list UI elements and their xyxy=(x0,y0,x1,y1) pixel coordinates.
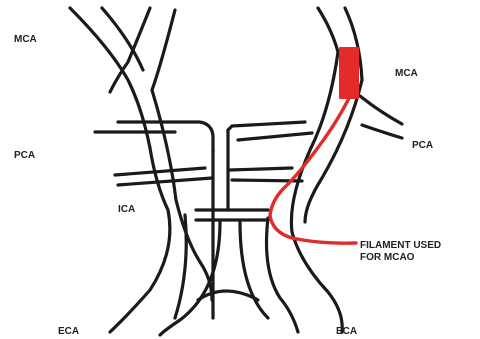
basilar-arch xyxy=(198,291,258,300)
left-mca-outer-wall xyxy=(70,8,170,332)
left-pcom-upper xyxy=(115,168,205,175)
label-mca-left: MCA xyxy=(14,34,37,45)
filament-group xyxy=(270,47,359,243)
right-pca-upper xyxy=(228,122,305,130)
left-eca-outer xyxy=(175,215,186,318)
label-filament-line2: FOR MCAO xyxy=(360,252,415,263)
label-pca-left: PCA xyxy=(14,150,35,161)
right-pca-lower xyxy=(238,133,312,140)
right-pca-branch xyxy=(362,125,402,138)
filament-wire xyxy=(270,98,356,243)
left-branch-outer xyxy=(110,8,150,92)
right-ica-wall-outer xyxy=(291,52,342,332)
right-pcom-upper xyxy=(230,168,292,170)
label-eca-left: ECA xyxy=(58,326,79,337)
right-mca-branch xyxy=(360,96,402,124)
basilar-right xyxy=(240,222,268,318)
label-mca-right: MCA xyxy=(395,68,418,79)
filament-tip xyxy=(339,47,359,99)
label-ica: ICA xyxy=(118,204,135,215)
label-filament-line1: FILAMENT USED xyxy=(360,240,441,251)
left-pcom-lower xyxy=(118,178,212,185)
label-eca-right: ECA xyxy=(336,326,357,337)
left-branch-inner xyxy=(152,10,175,90)
right-mca-outer-wall xyxy=(318,8,338,52)
label-pca-right: PCA xyxy=(412,140,433,151)
left-vessels xyxy=(70,8,213,332)
